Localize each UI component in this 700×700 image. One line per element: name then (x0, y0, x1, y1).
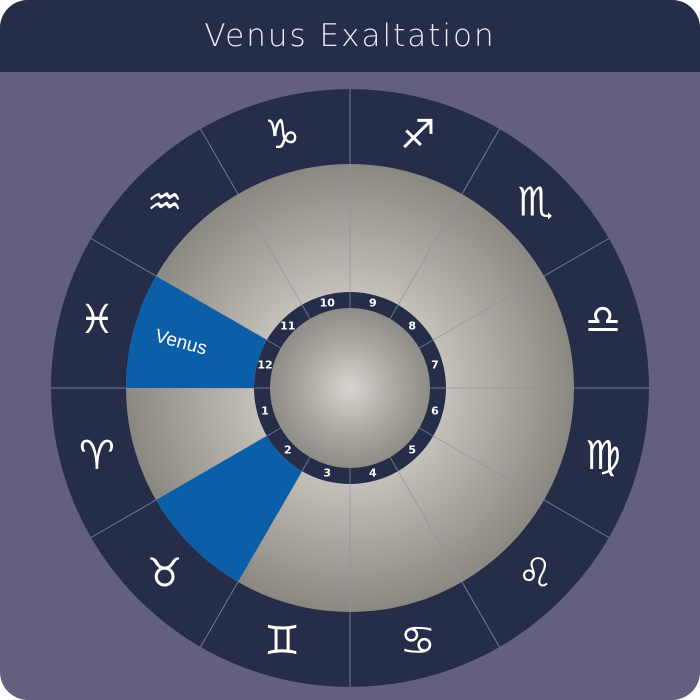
sign-divider-line (200, 128, 303, 306)
house-number-6: 6 (431, 404, 439, 417)
sign-divider-line (432, 435, 610, 538)
house-divider-line (266, 427, 281, 437)
libra-icon: ♎ (585, 297, 621, 343)
capricorn-icon: ♑ (264, 112, 300, 158)
sign-divider-line (432, 238, 610, 341)
house-number-10: 10 (320, 296, 336, 309)
house-divider-line (266, 339, 281, 349)
house-divider-line (389, 304, 399, 319)
sign-divider-line (200, 470, 303, 648)
house-number-2: 2 (284, 444, 292, 457)
house-number-12: 12 (257, 359, 272, 372)
house-divider-line (301, 304, 311, 319)
scorpio-icon: ♏ (517, 180, 553, 226)
pisces-icon: ♓ (79, 297, 115, 343)
gemini-icon: ♊ (264, 618, 300, 664)
house-number-8: 8 (408, 319, 416, 332)
center-disc (270, 308, 430, 468)
sagittarius-icon: ♐ (400, 112, 436, 158)
taurus-icon: ♉ (147, 550, 183, 596)
house-number-9: 9 (369, 296, 377, 309)
house-divider-line (301, 457, 311, 472)
house-number-7: 7 (431, 359, 439, 372)
page-title: Venus Exaltation (204, 18, 496, 54)
sign-divider-line (397, 128, 500, 306)
highlight-sector-pisces (126, 276, 267, 388)
header-bar: Venus Exaltation (0, 0, 700, 72)
sign-divider-line (397, 470, 500, 648)
house-number-4: 4 (369, 467, 377, 480)
aquarius-icon: ♒ (147, 180, 183, 226)
highlight-sector-taurus (156, 436, 302, 582)
house-divider-line (419, 339, 434, 349)
house-number-3: 3 (323, 467, 331, 480)
house-divider-line (389, 457, 399, 472)
house-number-5: 5 (408, 444, 416, 457)
house-divider-line (419, 427, 434, 437)
aries-icon: ♈ (79, 433, 115, 479)
virgo-icon: ♍ (585, 433, 621, 479)
leo-icon: ♌ (517, 550, 553, 596)
house-number-1: 1 (261, 404, 269, 417)
house-number-11: 11 (280, 319, 295, 332)
cancer-icon: ♋ (400, 618, 436, 664)
